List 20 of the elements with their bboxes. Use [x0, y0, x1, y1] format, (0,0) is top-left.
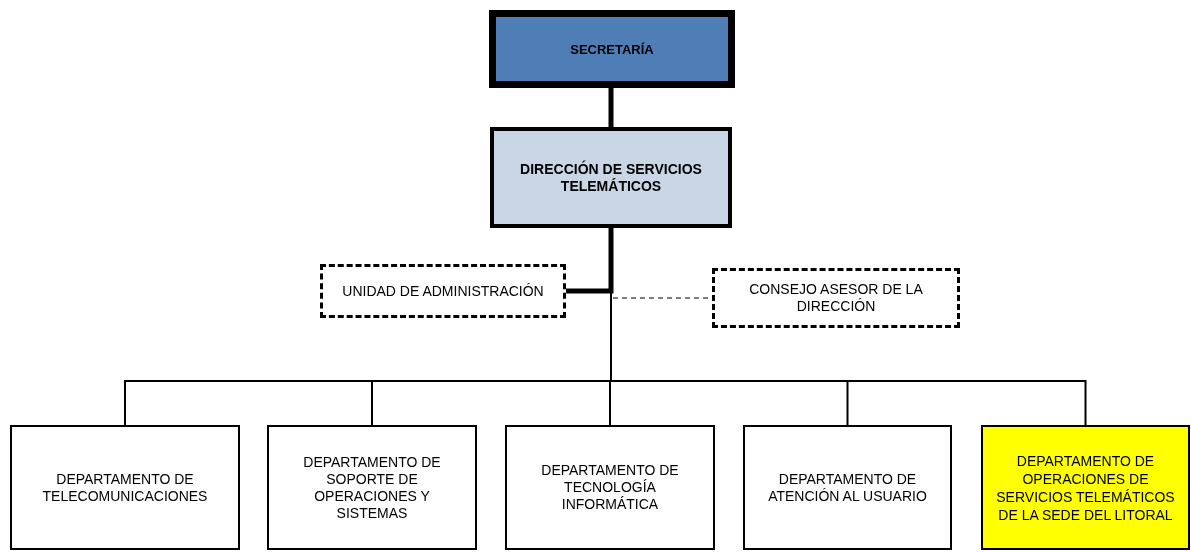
node-label: DEPARTAMENTO DE OPERACIONES DE SERVICIOS TELEMÁTICOS DE LA SEDE DEL LITORAL	[995, 451, 1176, 524]
dashed-unit-box	[320, 264, 566, 318]
highlighted-department-box	[981, 425, 1190, 550]
connector-line	[608, 88, 614, 127]
node-label: DIRECCIÓN DE SERVICIOS TELEMÁTICOS	[519, 160, 703, 195]
department-box	[743, 425, 952, 550]
dashed-council-box	[712, 268, 960, 328]
department-box	[267, 425, 477, 550]
node-label: DEPARTAMENTO DE TECNOLOGÍA INFORMÁTICA	[540, 462, 680, 513]
node-label: DEPARTAMENTO DE SOPORTE DE OPERACIONES Y SISTEMAS	[302, 453, 442, 522]
connector-line	[566, 228, 614, 294]
department-box	[505, 425, 715, 550]
node-label: SECRETARÍA	[570, 40, 654, 58]
director-box	[490, 127, 732, 228]
node-label: DEPARTAMENTO DE TELECOMUNICACIONES	[41, 470, 209, 505]
department-box	[10, 425, 240, 550]
top-box	[489, 10, 735, 88]
node-label: DEPARTAMENTO DE ATENCIÓN AL USUARIO	[767, 470, 928, 505]
node-label: CONSEJO ASESOR DE LA DIRECCIÓN	[748, 281, 924, 315]
node-label: UNIDAD DE ADMINISTRACIÓN	[342, 282, 544, 300]
